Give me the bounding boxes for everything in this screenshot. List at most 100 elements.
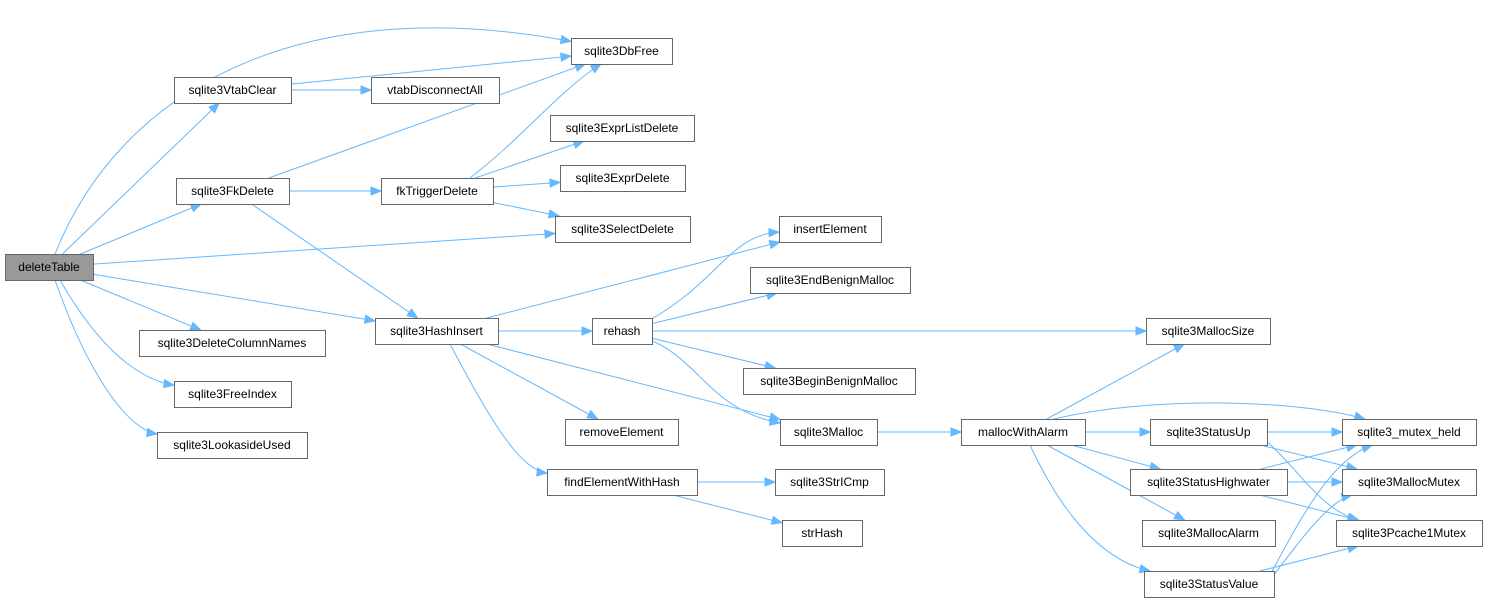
node-sqlite3StrICmp[interactable]: sqlite3StrICmp xyxy=(775,469,885,496)
node-removeElement[interactable]: removeElement xyxy=(565,419,679,446)
edge-sqlite3VtabClear-to-sqlite3DbFree xyxy=(290,52,573,85)
edge-line xyxy=(649,339,781,424)
node-label: sqlite3ExprDelete xyxy=(575,171,669,185)
node-box xyxy=(743,368,916,395)
node-sqlite3MallocAlarm[interactable]: sqlite3MallocAlarm xyxy=(1142,520,1276,547)
node-sqlite3HashInsert[interactable]: sqlite3HashInsert xyxy=(375,318,499,345)
node-box xyxy=(1142,520,1276,547)
node-sqlite3DeleteColumnNames[interactable]: sqlite3DeleteColumnNames xyxy=(139,330,326,357)
node-label: sqlite3StatusUp xyxy=(1166,425,1250,439)
node-vtabDisconnectAll[interactable]: vtabDisconnectAll xyxy=(371,77,500,104)
node-box xyxy=(571,38,673,65)
node-sqlite3ExprListDelete[interactable]: sqlite3ExprListDelete xyxy=(550,115,695,142)
arrowhead xyxy=(360,85,373,95)
arrowhead xyxy=(1139,427,1152,437)
edge-findElementWithHash-to-strHash xyxy=(672,494,784,525)
node-sqlite3SelectDelete[interactable]: sqlite3SelectDelete xyxy=(555,216,691,243)
node-rehash[interactable]: rehash xyxy=(592,318,653,345)
edge-mallocWithAlarm-to-sqlite3StatusHighwater xyxy=(1071,444,1162,471)
node-sqlite3BeginBenignMalloc[interactable]: sqlite3BeginBenignMalloc xyxy=(743,368,916,395)
arrowhead xyxy=(559,34,573,45)
edge-line xyxy=(492,201,560,217)
node-sqlite3StatusValue[interactable]: sqlite3StatusValue xyxy=(1144,571,1275,598)
edge-line xyxy=(92,273,376,322)
arrowhead xyxy=(208,102,220,114)
edge-deleteTable-to-sqlite3FreeIndex xyxy=(59,279,176,389)
edge-line xyxy=(486,343,781,420)
edge-sqlite3HashInsert-to-insertElement xyxy=(486,240,782,319)
node-box xyxy=(565,419,679,446)
edge-sqlite3FkDelete-to-fkTriggerDelete xyxy=(289,186,383,196)
arrowhead xyxy=(536,467,549,477)
edge-line xyxy=(649,231,780,321)
node-findElementWithHash[interactable]: findElementWithHash xyxy=(547,469,698,496)
arrowhead xyxy=(950,427,963,437)
node-label: sqlite3StatusValue xyxy=(1160,577,1259,591)
node-label: sqlite3VtabClear xyxy=(188,83,276,97)
node-sqlite3MallocMutex[interactable]: sqlite3MallocMutex xyxy=(1342,469,1477,496)
edge-rehash-to-sqlite3EndBenignMalloc xyxy=(651,290,779,325)
node-sqlite3StatusUp[interactable]: sqlite3StatusUp xyxy=(1150,419,1268,446)
arrowhead xyxy=(549,178,562,188)
node-label: sqlite3MallocAlarm xyxy=(1158,526,1259,540)
edge-sqlite3HashInsert-to-findElementWithHash xyxy=(449,343,549,477)
edge-line xyxy=(469,63,602,179)
arrowhead xyxy=(1331,427,1344,437)
node-sqlite3_mutex_held[interactable]: sqlite3_mutex_held xyxy=(1342,419,1477,446)
node-insertElement[interactable]: insertElement xyxy=(779,216,882,243)
arrowhead xyxy=(589,63,603,74)
node-sqlite3EndBenignMalloc[interactable]: sqlite3EndBenignMalloc xyxy=(750,267,911,294)
node-label: sqlite3MallocMutex xyxy=(1358,475,1460,489)
edge-mallocWithAlarm-to-sqlite3StatusValue xyxy=(1029,444,1152,574)
edge-deleteTable-to-sqlite3HashInsert xyxy=(92,273,377,324)
arrowhead xyxy=(770,515,784,525)
node-box xyxy=(381,178,494,205)
node-label: sqlite3Pcache1Mutex xyxy=(1352,526,1466,540)
edge-line xyxy=(492,181,561,188)
node-sqlite3Pcache1Mutex[interactable]: sqlite3Pcache1Mutex xyxy=(1336,520,1483,547)
edge-line xyxy=(268,63,586,179)
node-sqlite3FreeIndex[interactable]: sqlite3FreeIndex xyxy=(174,381,292,408)
arrowhead xyxy=(768,227,781,238)
node-strHash[interactable]: strHash xyxy=(782,520,863,547)
node-label: findElementWithHash xyxy=(564,475,679,489)
edge-line xyxy=(460,343,598,420)
edge-line xyxy=(672,494,783,524)
edge-line xyxy=(1046,343,1185,420)
node-deleteTable[interactable]: deleteTable xyxy=(5,254,94,281)
node-label: insertElement xyxy=(793,222,867,236)
node-fkTriggerDelete[interactable]: fkTriggerDelete xyxy=(381,178,494,205)
arrowhead xyxy=(581,326,594,336)
arrowhead xyxy=(544,229,557,239)
nodes-layer: deleteTable sqlite3DbFree sqlite3VtabClear… xyxy=(5,38,1483,598)
edge-sqlite3FkDelete-to-sqlite3DbFree xyxy=(268,63,587,179)
edge-line xyxy=(1269,444,1373,576)
node-sqlite3DbFree[interactable]: sqlite3DbFree xyxy=(571,38,673,65)
edge-line xyxy=(54,27,572,255)
node-box xyxy=(5,254,94,281)
edges-layer xyxy=(54,27,1374,581)
node-mallocWithAlarm[interactable]: mallocWithAlarm xyxy=(961,419,1086,446)
node-box xyxy=(560,165,686,192)
node-sqlite3FkDelete[interactable]: sqlite3FkDelete xyxy=(176,178,290,205)
node-sqlite3StatusHighwater[interactable]: sqlite3StatusHighwater xyxy=(1130,469,1288,496)
edge-deleteTable-to-sqlite3VtabClear xyxy=(62,102,220,255)
edge-line xyxy=(1029,444,1151,572)
node-box xyxy=(375,318,499,345)
node-label: sqlite3BeginBenignMalloc xyxy=(760,374,897,388)
edge-line xyxy=(651,337,776,369)
node-label: sqlite3_mutex_held xyxy=(1357,425,1460,439)
node-box xyxy=(1336,520,1483,547)
node-box xyxy=(1150,419,1268,446)
node-label: rehash xyxy=(604,324,641,338)
node-label: sqlite3DeleteColumnNames xyxy=(158,336,307,350)
node-box xyxy=(157,432,308,459)
arrowhead xyxy=(560,52,573,62)
node-sqlite3MallocSize[interactable]: sqlite3MallocSize xyxy=(1146,318,1271,345)
node-box xyxy=(139,330,326,357)
node-sqlite3VtabClear[interactable]: sqlite3VtabClear xyxy=(174,77,292,104)
node-sqlite3Malloc[interactable]: sqlite3Malloc xyxy=(780,419,878,446)
node-sqlite3LookasideUsed[interactable]: sqlite3LookasideUsed xyxy=(157,432,308,459)
edge-deleteTable-to-sqlite3DbFree xyxy=(54,27,573,255)
node-sqlite3ExprDelete[interactable]: sqlite3ExprDelete xyxy=(560,165,686,192)
